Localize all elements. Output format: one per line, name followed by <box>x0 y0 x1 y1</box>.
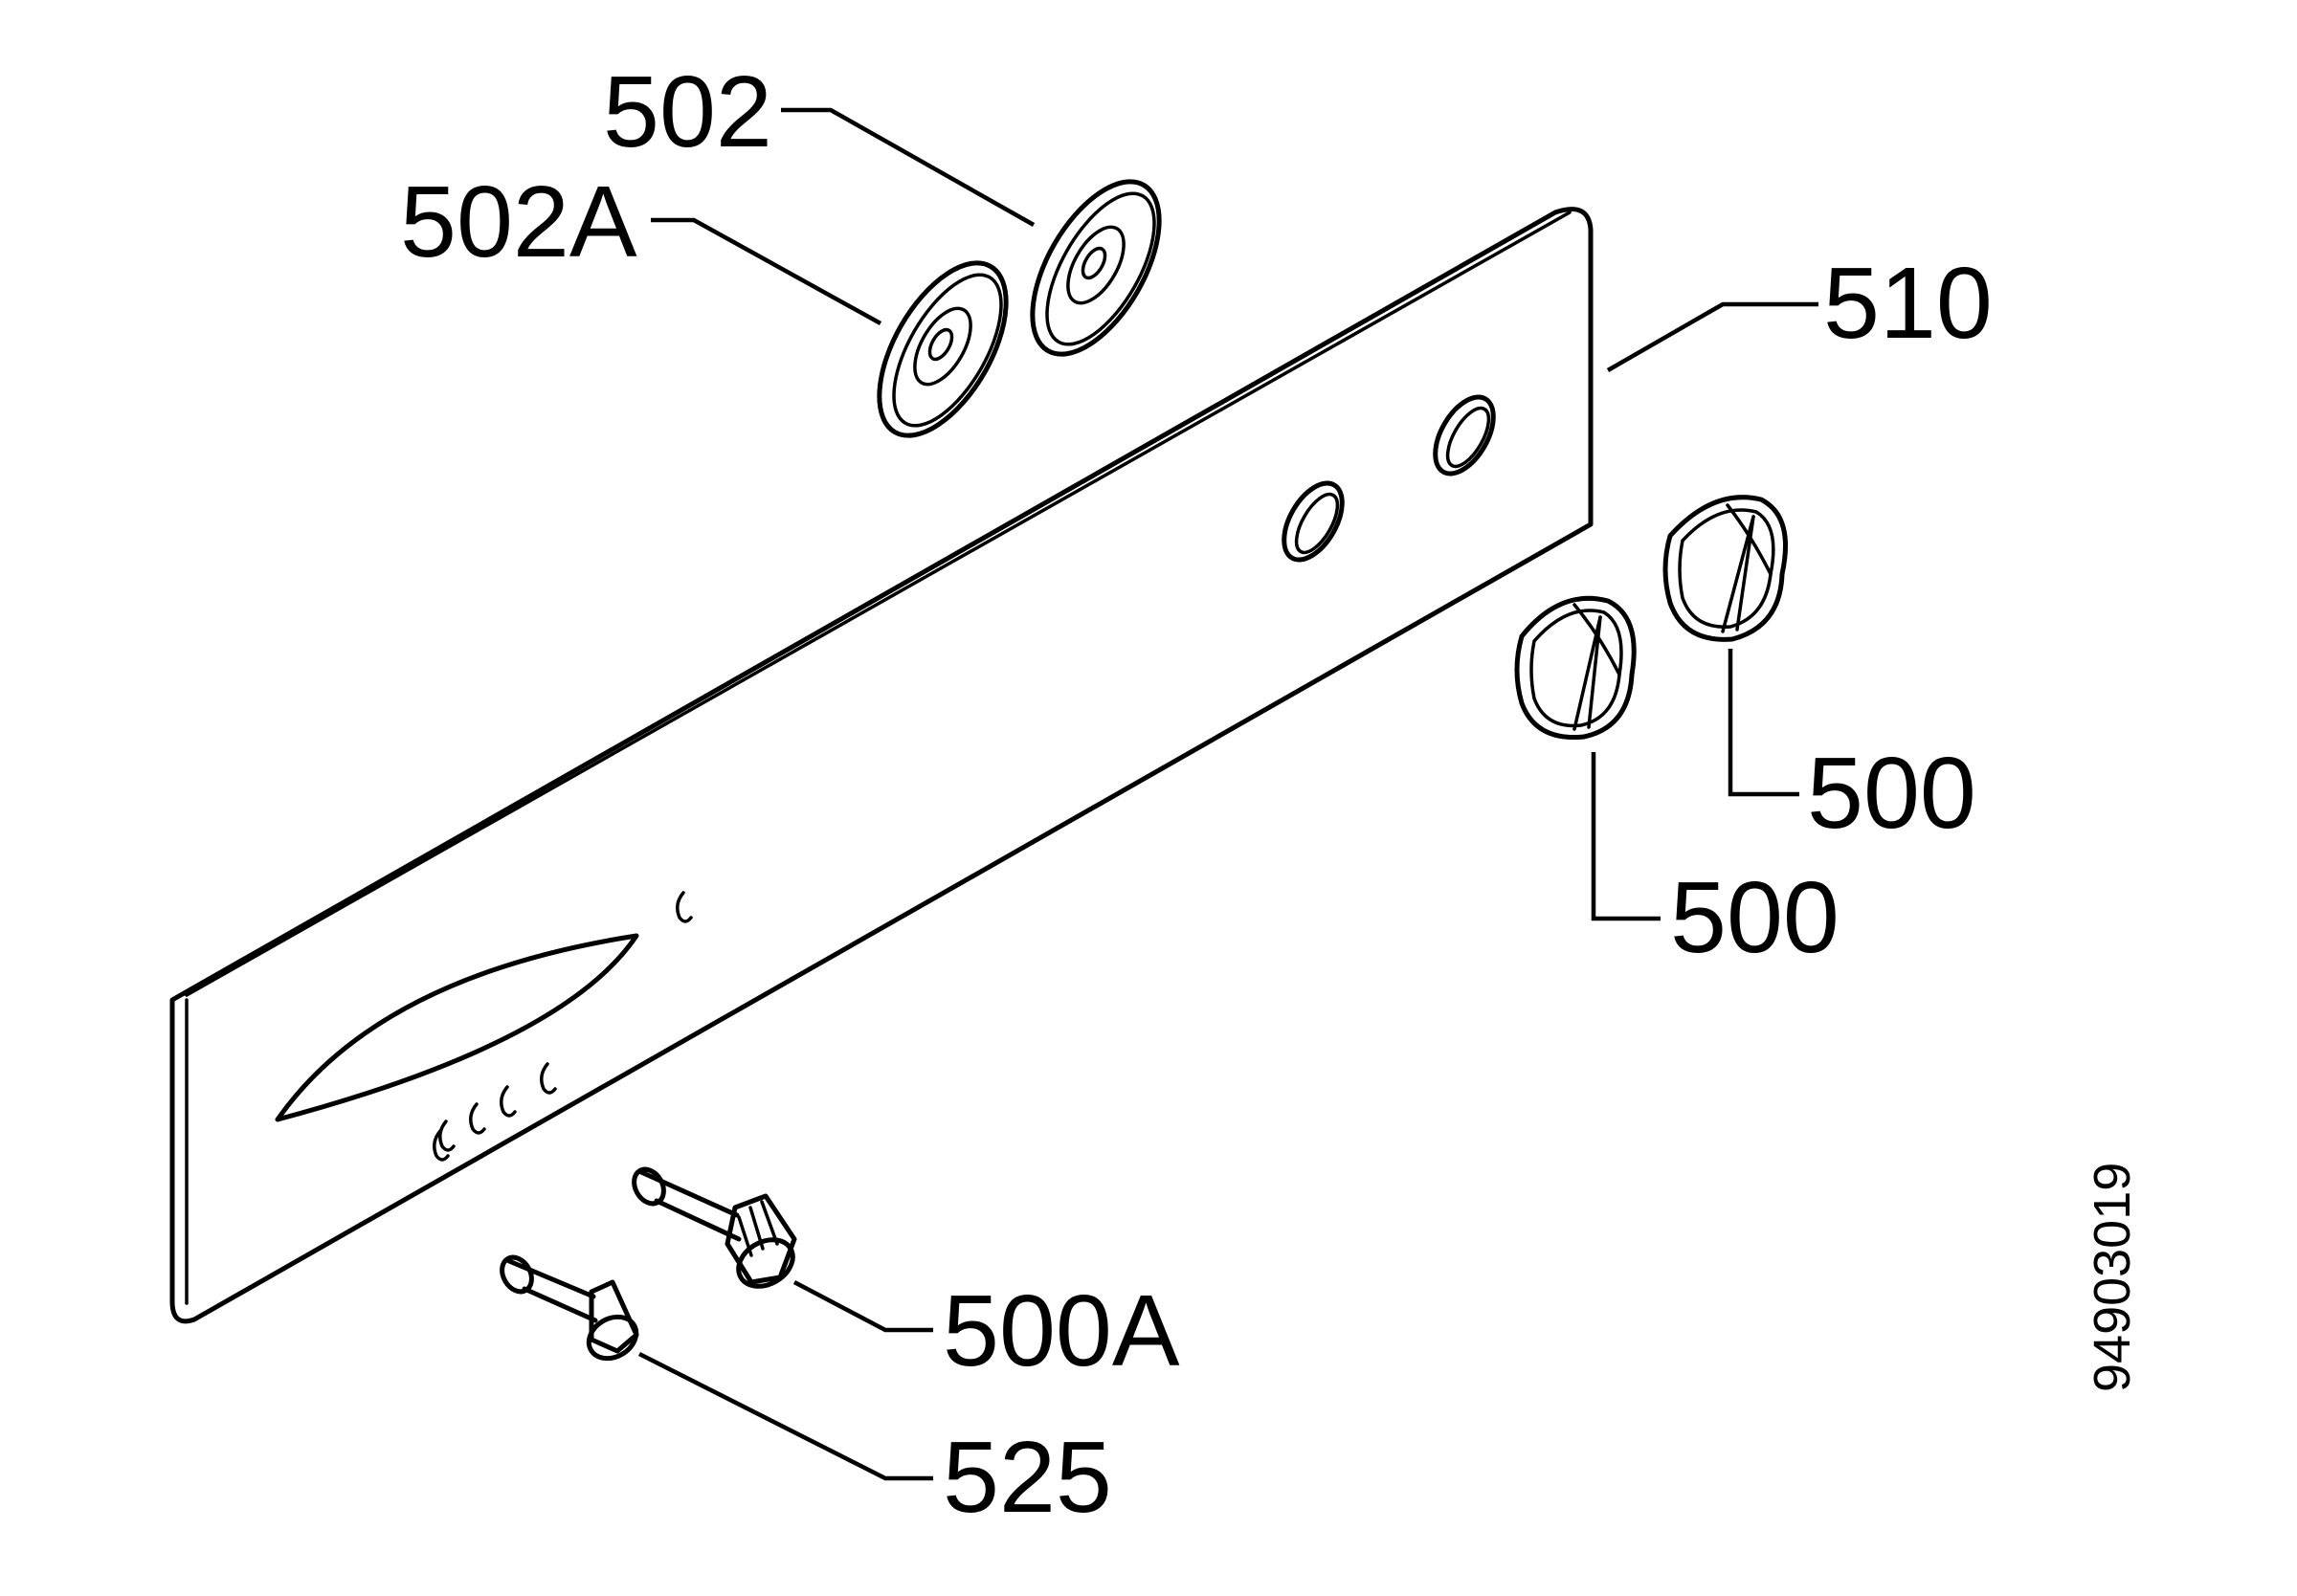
label-502a: 502A <box>400 166 637 278</box>
knob-hole-rear <box>1433 394 1496 477</box>
indicator-marks <box>433 891 693 1162</box>
disc-502a <box>877 260 1009 438</box>
drawing-code: 94903019 <box>2084 1163 2141 1392</box>
label-500a: 500A <box>943 1275 1180 1387</box>
push-button-525 <box>500 1254 639 1362</box>
disc-502 <box>1030 179 1162 357</box>
push-button-500a <box>632 1166 797 1289</box>
knob-500-rear <box>1662 495 1788 642</box>
control-panel-510 <box>169 207 1594 1324</box>
leader-lines <box>637 107 1818 1481</box>
label-510: 510 <box>1823 247 1993 360</box>
knob-hole-front <box>1282 480 1345 563</box>
label-525: 525 <box>943 1421 1112 1534</box>
display-window <box>275 933 639 1122</box>
knob-500-front <box>1514 595 1637 741</box>
label-500-front: 500 <box>1670 861 1840 974</box>
label-500-rear: 500 <box>1807 737 1976 850</box>
label-502: 502 <box>603 55 772 168</box>
